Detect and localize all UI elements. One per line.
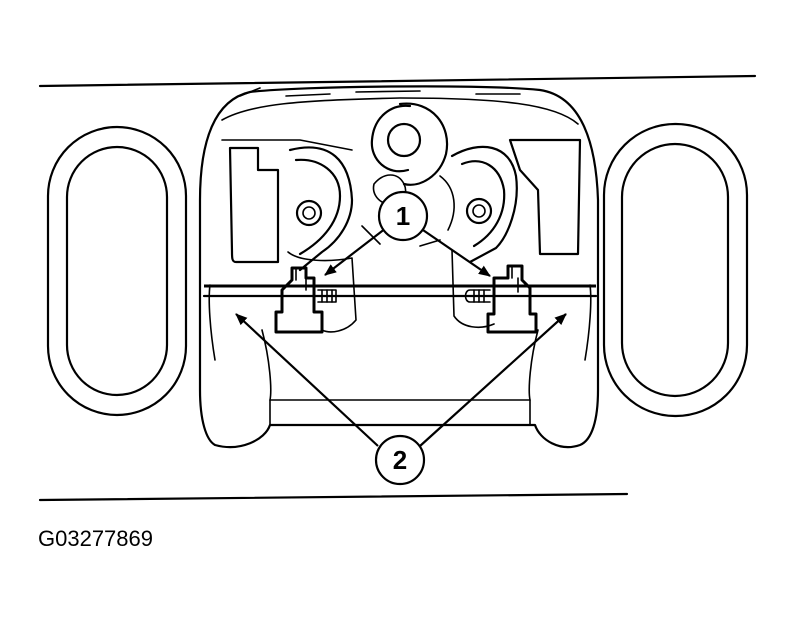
callout-2-label: 2 (393, 445, 407, 475)
right-latch-mechanism (450, 138, 582, 329)
figure-id: G03277869 (38, 526, 153, 551)
callout-2: 2 (374, 434, 426, 486)
latch-housing (198, 85, 600, 449)
callout-1-arrow-right (419, 227, 491, 277)
callout-1-arrow-left (324, 227, 387, 276)
left-oval-opening (46, 125, 188, 417)
right-oval-opening (602, 122, 749, 418)
callout-1: 1 (377, 190, 429, 242)
panel-bottom-edge (38, 492, 629, 502)
callout-2-arrow-right (419, 313, 567, 447)
callout-1-label: 1 (396, 201, 410, 231)
right-retaining-clip (464, 264, 538, 334)
left-latch-mechanism (221, 139, 357, 333)
left-retaining-clip (274, 266, 337, 334)
striker-rail (202, 284, 598, 298)
callout-2-arrow-left (235, 313, 379, 447)
panel-top-edge (38, 74, 757, 88)
